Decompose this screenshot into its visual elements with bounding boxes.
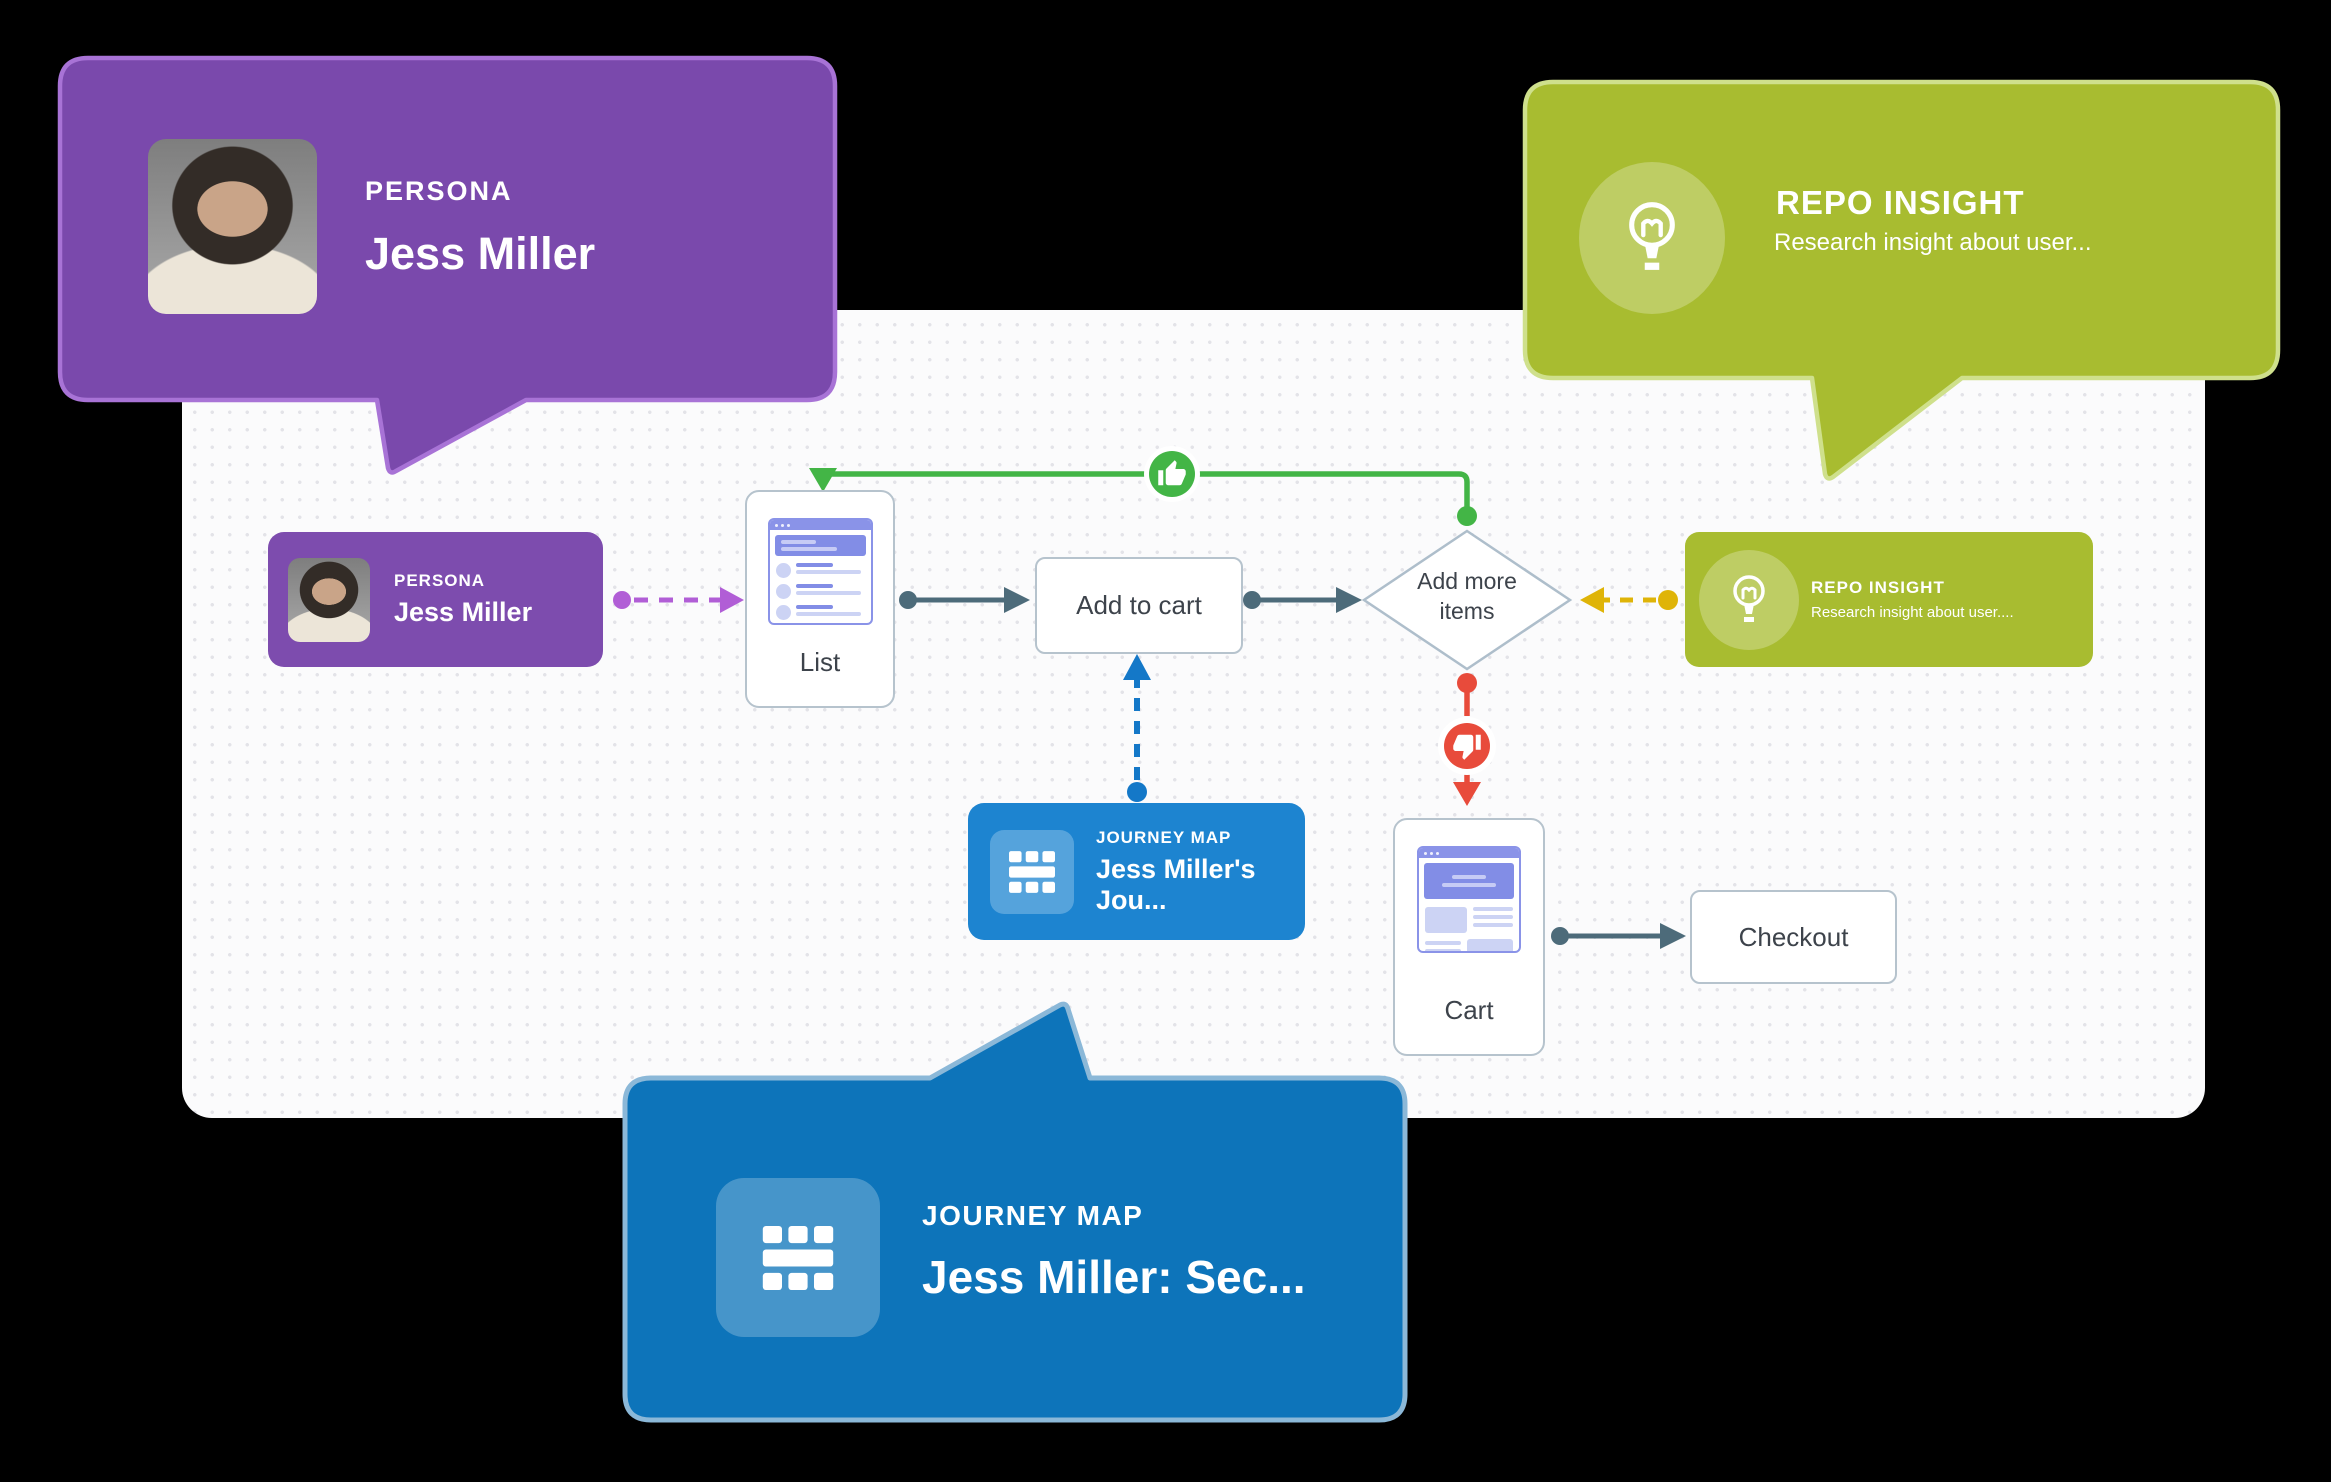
journey-map-card[interactable]: JOURNEY MAP Jess Miller's Jou... xyxy=(968,803,1305,940)
persona-callout-name: Jess Miller xyxy=(365,228,596,279)
decision-diamond[interactable] xyxy=(1361,529,1573,671)
persona-callout-label: PERSONA xyxy=(365,176,513,206)
persona-dashed-arrow xyxy=(613,587,744,613)
thumbs-down-icon xyxy=(1453,734,1481,760)
positive-loop-arrow xyxy=(809,446,1477,526)
grid-icon xyxy=(990,829,1074,914)
persona-card[interactable]: PERSONA Jess Miller xyxy=(268,532,603,667)
repo-insight-callout-label: REPO INSIGHT xyxy=(1776,184,2025,221)
persona-card-name: Jess Miller xyxy=(394,597,533,627)
repo-insight-callout-bubble xyxy=(1522,79,2281,481)
node-checkout-label: Checkout xyxy=(1738,921,1849,952)
lightbulb-icon xyxy=(1579,162,1725,314)
node-cart[interactable]: Cart xyxy=(1393,818,1545,1056)
persona-callout-photo xyxy=(148,139,317,314)
persona-avatar xyxy=(288,557,370,642)
grid-icon xyxy=(716,1178,880,1337)
repo-insight-callout-description: Research insight about user... xyxy=(1774,229,2092,256)
journey-card-name: Jess Miller's Jou... xyxy=(1096,853,1256,915)
insight-dashed-arrow xyxy=(1580,587,1678,613)
repo-card-description: Research insight about user.... xyxy=(1811,604,2014,621)
node-checkout[interactable]: Checkout xyxy=(1690,890,1897,984)
journey-card-label: JOURNEY MAP xyxy=(1096,827,1232,847)
lightbulb-icon xyxy=(1699,549,1799,650)
node-add-to-cart[interactable]: Add to cart xyxy=(1035,557,1243,654)
persona-card-label: PERSONA xyxy=(394,571,486,590)
repo-insight-card[interactable]: REPO INSIGHT Research insight about user… xyxy=(1685,532,2093,667)
cart-to-checkout-arrow xyxy=(1551,923,1686,949)
repo-card-label: REPO INSIGHT xyxy=(1811,578,1945,597)
node-add-more-items-label: Add more items xyxy=(1417,568,1517,624)
thumbs-up-icon xyxy=(1158,460,1186,486)
node-cart-label: Cart xyxy=(1444,995,1494,1025)
node-add-to-cart-label: Add to cart xyxy=(1076,590,1202,620)
journey-map-callout-bubble xyxy=(622,1001,1408,1423)
addtocart-to-diamond-arrow xyxy=(1243,587,1362,613)
journey-map-callout-label: JOURNEY MAP xyxy=(922,1200,1144,1231)
node-list[interactable]: List xyxy=(745,490,895,708)
journey-dashed-arrow xyxy=(1123,654,1151,802)
list-to-addtocart-arrow xyxy=(899,587,1030,613)
cart-wireframe-icon xyxy=(1417,846,1521,953)
node-list-label: List xyxy=(799,647,841,677)
list-wireframe-icon xyxy=(767,518,873,625)
journey-map-callout-name: Jess Miller: Sec... xyxy=(922,1251,1306,1303)
negative-path-arrow xyxy=(1438,673,1496,806)
